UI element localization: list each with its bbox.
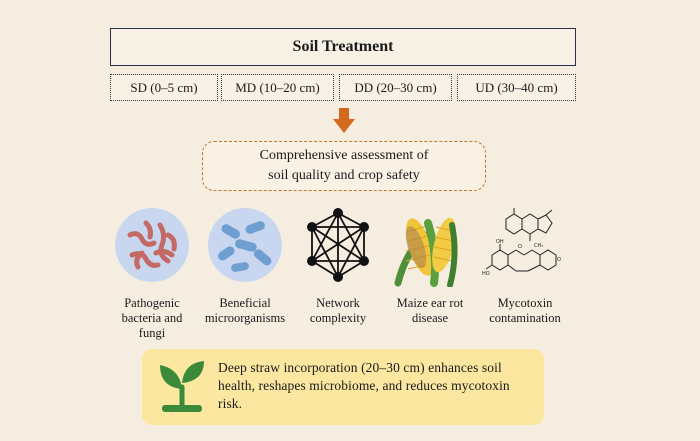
indicator-line: bacteria and [121, 311, 183, 325]
indicator-label-mycotoxin: Mycotoxin contamination [470, 296, 580, 326]
indicator-line: Network [316, 296, 360, 310]
indicator-line: complexity [309, 311, 367, 325]
network-icon [307, 208, 369, 282]
svg-text:OH: OH [496, 239, 504, 245]
depth-box-sd: SD (0–5 cm) [110, 74, 218, 101]
indicator-line: Beneficial [219, 296, 271, 310]
indicator-line: contamination [489, 311, 561, 325]
indicator-line: fungi [138, 326, 166, 340]
svg-text:HO: HO [482, 271, 490, 277]
indicator-label-maize: Maize ear rot disease [375, 296, 485, 326]
indicator-line: microorganisms [204, 311, 286, 325]
indicator-label-pathogen: Pathogenic bacteria and fungi [97, 296, 207, 341]
depth-label-sd: SD (0–5 cm) [130, 79, 198, 95]
depth-label-dd: DD (20–30 cm) [354, 79, 437, 95]
depth-label-ud: UD (30–40 cm) [475, 79, 558, 95]
conclusion-text: Deep straw incorporation (20–30 cm) enha… [218, 360, 510, 411]
assessment-box: Comprehensive assessment of soil quality… [202, 141, 486, 191]
depth-box-ud: UD (30–40 cm) [457, 74, 576, 101]
svg-text:O: O [518, 244, 522, 250]
soil-treatment-title: Soil Treatment [292, 38, 394, 55]
indicator-line: disease [411, 311, 449, 325]
bacteria-icon [208, 208, 282, 282]
svg-text:CH₃: CH₃ [534, 243, 543, 249]
depth-box-dd: DD (20–30 cm) [339, 74, 452, 101]
indicator-label-network: Network complexity [283, 296, 393, 326]
indicator-label-beneficial: Beneficial microorganisms [190, 296, 300, 326]
assessment-line-2: soil quality and crop safety [268, 168, 420, 183]
pathogen-icon [115, 208, 189, 282]
sprout-icon [160, 361, 204, 412]
conclusion-box: Deep straw incorporation (20–30 cm) enha… [142, 349, 544, 425]
molecule-icon: OH HO O CH₃ O [482, 208, 561, 277]
depth-label-md: MD (10–20 cm) [235, 79, 320, 95]
assessment-line-1: Comprehensive assessment of [259, 148, 429, 163]
soil-treatment-box: Soil Treatment [110, 28, 576, 66]
svg-text:O: O [557, 257, 561, 263]
maize-icon [394, 217, 458, 287]
indicator-line: Mycotoxin [497, 296, 553, 310]
depth-box-md: MD (10–20 cm) [221, 74, 334, 101]
indicator-line: Pathogenic [124, 296, 180, 310]
indicator-line: Maize ear rot [396, 296, 464, 310]
down-arrow-icon [333, 108, 355, 133]
